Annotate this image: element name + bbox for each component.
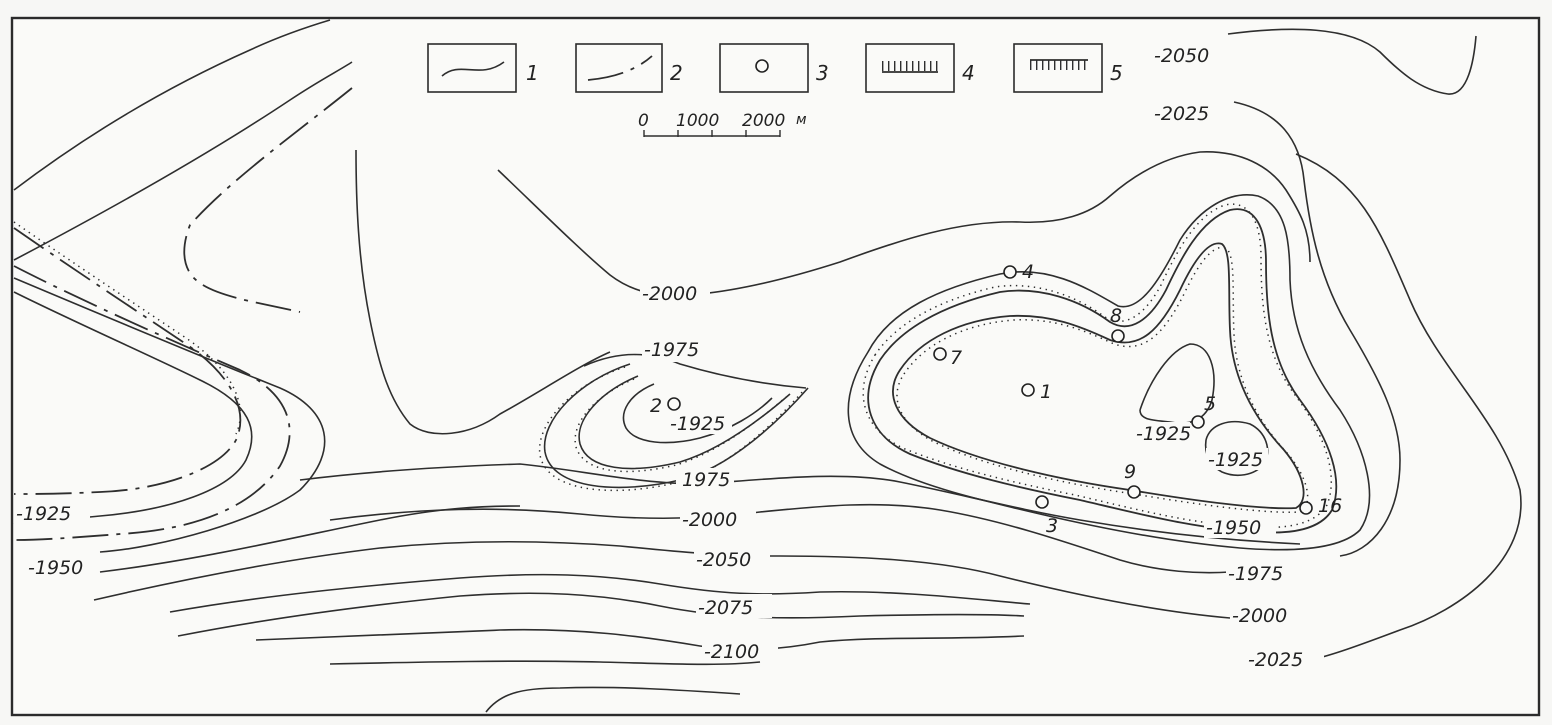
label-minus1925-east-a: -1925 xyxy=(1136,423,1191,445)
well-7-label: 7 xyxy=(950,347,962,369)
contour-main-mid xyxy=(892,242,1305,510)
well-3-marker xyxy=(1035,495,1049,509)
contour-west-outer xyxy=(13,265,291,541)
contour-dome-5-north xyxy=(1139,343,1215,424)
well-5-label: 5 xyxy=(1204,393,1216,415)
label-1975-low: 1975 xyxy=(682,469,730,491)
scale-bar: 0 1000 2000 м xyxy=(638,111,807,137)
contour-minus2100-south xyxy=(255,628,1025,651)
well-1-label: 1 xyxy=(1040,381,1052,403)
well-8-marker xyxy=(1111,329,1125,343)
label-minus2025-east: -2025 xyxy=(1248,649,1303,671)
well-16-label: 16 xyxy=(1318,495,1342,517)
label-minus1925-west: -1925 xyxy=(16,503,71,525)
legend-box-2 xyxy=(575,43,663,93)
contour-lines: -2000 -2025 -2050 -1975 -1925 -1950 xyxy=(13,19,1522,713)
wells: 1 2 3 4 5 7 8 9 16 xyxy=(650,261,1342,537)
well-4-marker xyxy=(1003,265,1017,279)
label-minus2100-low: -2100 xyxy=(704,641,759,663)
label-minus1950-west: -1950 xyxy=(28,557,83,579)
contour-main-ring xyxy=(847,194,1371,551)
hatch-main-outer xyxy=(862,203,1333,529)
legend-box-5 xyxy=(1013,43,1103,93)
contour-small-dome-outer xyxy=(543,363,809,489)
contour-small-dome-inner xyxy=(622,383,773,444)
legend-number-5: 5 xyxy=(1110,61,1123,85)
well-2-label: 2 xyxy=(650,395,662,417)
hatch-west-top xyxy=(13,221,241,435)
label-minus1950-east: -1950 xyxy=(1206,517,1261,539)
well-1-marker xyxy=(1021,383,1035,397)
contour-minus2075-south xyxy=(177,592,1025,637)
well-16-marker xyxy=(1299,501,1313,515)
label-minus1975-east: -1975 xyxy=(1228,563,1283,585)
label-minus2075-low: -2075 xyxy=(698,597,753,619)
label-minus2000-low: -2000 xyxy=(682,509,737,531)
legend-symbol-well xyxy=(755,59,769,73)
legend: 1 2 3 4 5 xyxy=(427,43,1123,93)
legend-number-1: 1 xyxy=(526,61,539,85)
scale-label-0: 0 xyxy=(638,111,649,131)
scale-label-1000: 1000 xyxy=(676,111,719,131)
scale-label-2000: 2000 xyxy=(742,111,785,131)
legend-number-3: 3 xyxy=(816,61,829,85)
contour-minus1975-south xyxy=(299,463,1301,545)
legend-symbol-dashdot xyxy=(587,55,653,81)
contour-minus2050-south xyxy=(93,540,1231,619)
contour-top-left-b xyxy=(13,61,353,261)
contour-minus2050-top xyxy=(1227,28,1477,95)
hatch-small-dome-mid xyxy=(574,378,787,473)
contour-minus2100-south-b xyxy=(329,660,761,666)
contour-minus2000-south xyxy=(329,503,1231,574)
well-4-label: 4 xyxy=(1022,261,1034,283)
contour-bottom-edge xyxy=(485,686,741,713)
contour-main-outer xyxy=(867,208,1338,534)
well-7-marker xyxy=(933,347,947,361)
legend-symbol-contour xyxy=(441,61,505,77)
legend-box-4 xyxy=(865,43,955,93)
label-minus1975-mid: -1975 xyxy=(644,339,699,361)
label-minus2050-low: -2050 xyxy=(696,549,751,571)
well-5-marker xyxy=(1191,415,1205,429)
contour-minus2025-east xyxy=(1233,101,1401,557)
contour-far-east xyxy=(1295,153,1522,661)
label-minus2025-top: -2025 xyxy=(1154,103,1209,125)
well-9-marker xyxy=(1127,485,1141,499)
contour-minus1950-west xyxy=(99,505,521,573)
contour-minus2050-south-b xyxy=(169,573,1031,613)
contour-dashdot-west xyxy=(183,87,353,313)
contour-minus1975-saddle xyxy=(583,353,807,389)
contour-minus2000-north xyxy=(497,151,1311,296)
scale-unit: м xyxy=(796,112,807,128)
legend-box-3 xyxy=(719,43,809,93)
map-frame xyxy=(10,16,1541,717)
label-minus2050-top: -2050 xyxy=(1154,45,1209,67)
well-9-label: 9 xyxy=(1124,461,1136,483)
contour-bay xyxy=(355,149,611,435)
hatch-small-dome-outer xyxy=(538,366,804,492)
legend-box-1 xyxy=(427,43,517,93)
contour-small-dome-mid xyxy=(578,375,791,470)
well-2-marker xyxy=(667,397,681,411)
legend-number-4: 4 xyxy=(962,61,975,85)
label-minus1925-small: -1925 xyxy=(670,413,725,435)
legend-number-2: 2 xyxy=(670,61,683,85)
label-minus2000-north: -2000 xyxy=(642,283,697,305)
contour-top-left-a xyxy=(13,19,331,191)
well-3-label: 3 xyxy=(1046,515,1058,537)
label-minus2000-east: -2000 xyxy=(1232,605,1287,627)
label-minus1925-east-b: -1925 xyxy=(1208,449,1263,471)
contour-west-outer2 xyxy=(13,277,326,553)
well-8-label: 8 xyxy=(1110,305,1122,327)
